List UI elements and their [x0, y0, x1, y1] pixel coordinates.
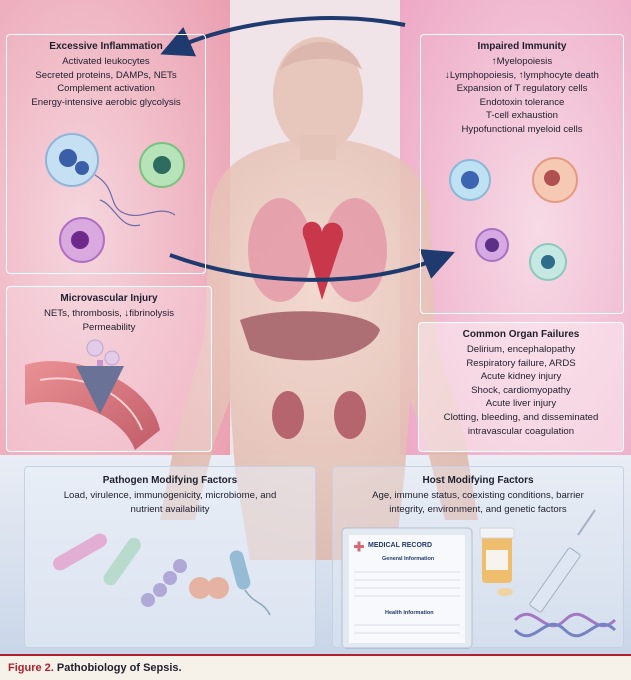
pill-bottle-icon — [479, 527, 515, 596]
arrow-to-inflammation — [160, 16, 406, 57]
panel-line: ↑Myelopoiesis — [491, 56, 553, 67]
heart — [302, 221, 344, 300]
panel-line: Shock, cardiomyopathy — [471, 384, 571, 396]
panel-excessive-inflammation: Excessive Inflammation Activated leukocy… — [6, 34, 206, 274]
panel-impaired-immunity: Impaired Immunity ↑Myelopoiesis ↓Lymphop… — [420, 34, 624, 314]
panel-line: intravascular coagulation — [467, 425, 575, 437]
panel-microvascular-injury: Microvascular Injury NETs, thrombosis, ↓… — [6, 286, 212, 452]
panel-title: Common Organ Failures — [462, 329, 580, 340]
panel-title: Pathogen Modifying Factors — [102, 475, 238, 486]
panel-title: Host Modifying Factors — [422, 475, 534, 486]
panel-line: Expansion of T regulatory cells — [456, 83, 588, 95]
panel-line: Age, immune status, coexisting condition… — [372, 490, 584, 501]
activated-leukocyte-icon — [45, 133, 99, 187]
medical-record-icon — [341, 527, 473, 649]
panel-line: Secreted proteins, DAMPs, NETs — [35, 69, 177, 81]
panel-line: nutrient availability — [130, 503, 210, 515]
arrow-to-immunity — [169, 249, 455, 282]
panel-line: Hypofunctional myeloid cells — [461, 123, 583, 135]
regulatory-t-cell-icon — [475, 228, 509, 262]
panel-line: Delirium, encephalopathy — [466, 344, 576, 355]
kidney-right — [334, 391, 366, 439]
panel-line: Activated leukocytes — [62, 56, 150, 67]
panel-pathogen-factors: Pathogen Modifying Factors Load, virulen… — [24, 466, 316, 648]
medical-record-health: Health Information — [385, 610, 434, 616]
myeloid-cell-icon — [139, 142, 185, 188]
kidney-left — [272, 391, 304, 439]
panel-line: Load, virulence, immunogenicity, microbi… — [63, 490, 277, 501]
panel-line: Clotting, bleeding, and disseminated — [443, 411, 599, 423]
figure-title: Pathobiology of Sepsis. — [56, 662, 182, 674]
medical-record-heading: MEDICAL RECORD — [368, 542, 433, 549]
blood-vessel-icon — [25, 339, 160, 450]
left-lung — [248, 198, 312, 302]
panel-organ-failures: Common Organ Failures Delirium, encephal… — [418, 322, 624, 452]
activated-leukocyte-icon — [59, 217, 105, 263]
panel-line: NETs, thrombosis, ↓fibrinolysis — [43, 308, 175, 319]
panel-title: Impaired Immunity — [477, 41, 567, 52]
dna-icon — [513, 612, 617, 638]
panel-host-factors: Host Modifying Factors Age, immune statu… — [332, 466, 624, 648]
figure-label: Figure 2. — [8, 662, 54, 674]
panel-title: Microvascular Injury — [60, 293, 158, 304]
panel-line: Acute liver injury — [485, 398, 557, 410]
figure-caption: Figure 2. Pathobiology of Sepsis. — [0, 654, 631, 680]
panel-line: T-cell exhaustion — [486, 110, 558, 122]
exhausted-t-cell-icon — [529, 243, 567, 281]
panel-title: Excessive Inflammation — [49, 41, 163, 52]
panel-line: Endotoxin tolerance — [479, 96, 565, 108]
panel-line: ↓Lymphopoiesis, ↑lymphocyte death — [445, 69, 599, 81]
panel-line: Energy-intensive aerobic glycolysis — [31, 96, 181, 108]
medical-record-general: General Information — [382, 556, 435, 562]
liver — [240, 311, 380, 361]
myeloid-cell-icon — [532, 157, 578, 203]
syringe-icon — [529, 509, 596, 613]
lymphocyte-icon — [449, 159, 491, 201]
panel-line: Permeability — [82, 321, 136, 333]
panel-line: Respiratory failure, ARDS — [466, 357, 576, 369]
panel-line: Acute kidney injury — [480, 371, 562, 383]
panel-line: integrity, environment, and genetic fact… — [389, 503, 567, 515]
panel-line: Complement activation — [57, 83, 155, 95]
